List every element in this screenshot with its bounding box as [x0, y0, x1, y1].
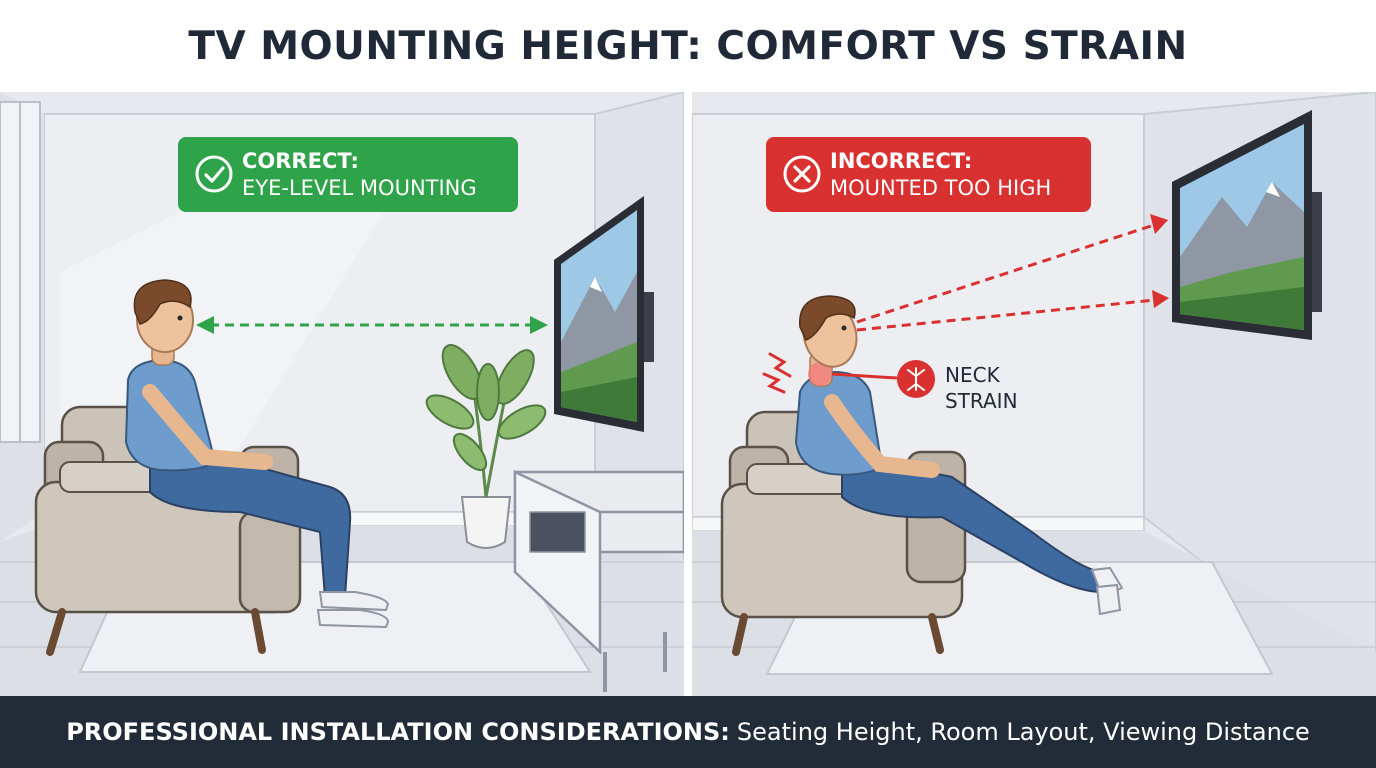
neck-strain-line1: NECK	[945, 363, 1000, 387]
pain-spark-icon	[762, 352, 792, 394]
title-bar: TV MOUNTING HEIGHT: COMFORT VS STRAIN	[0, 0, 1376, 92]
sightline-arrowhead-lower	[1152, 290, 1169, 308]
incorrect-panel: INCORRECT: MOUNTED TOO HIGH NECK STRAIN	[692, 92, 1376, 696]
person-upright	[124, 279, 390, 629]
footer-bar: PROFESSIONAL INSTALLATION CONSIDERATIONS…	[0, 696, 1376, 768]
correct-badge-title: CORRECT:	[242, 148, 359, 173]
strained-sightlines	[856, 214, 1169, 332]
person-strained	[794, 295, 1124, 616]
neck-strain-label: NECK STRAIN	[945, 362, 1018, 414]
correct-badge: CORRECT: EYE-LEVEL MOUNTING	[178, 137, 518, 212]
sightline-arrowhead-right	[530, 316, 548, 334]
tv-stand	[513, 470, 684, 692]
tv-too-high	[1172, 110, 1322, 340]
plant	[425, 344, 547, 549]
incorrect-badge: INCORRECT: MOUNTED TOO HIGH	[766, 137, 1091, 212]
correct-scene	[0, 92, 684, 696]
incorrect-badge-subtitle: MOUNTED TOO HIGH	[830, 175, 1052, 200]
neck-pain-highlight	[808, 362, 832, 386]
incorrect-badge-title: INCORRECT:	[830, 148, 973, 173]
correct-badge-subtitle: EYE-LEVEL MOUNTING	[242, 175, 477, 200]
eye-level-sightline	[196, 316, 548, 334]
page-title: TV MOUNTING HEIGHT: COMFORT VS STRAIN	[188, 23, 1188, 69]
armchair	[34, 405, 302, 656]
sightline-arrowhead-left	[196, 316, 214, 334]
neck-strain-icon	[897, 360, 935, 398]
x-circle-icon	[783, 155, 821, 193]
footer-details: Seating Height, Room Layout, Viewing Dis…	[736, 718, 1310, 746]
footer-lead: PROFESSIONAL INSTALLATION CONSIDERATIONS…	[66, 718, 730, 746]
check-circle-icon	[195, 155, 233, 193]
panel-divider	[684, 92, 692, 696]
correct-panel: CORRECT: EYE-LEVEL MOUNTING	[0, 92, 684, 696]
tv-eye-level	[554, 196, 654, 432]
neck-callout-line	[831, 372, 898, 380]
sightline-arrowhead-upper	[1150, 214, 1168, 234]
incorrect-scene	[692, 92, 1376, 696]
neck-strain-line2: STRAIN	[945, 389, 1018, 413]
